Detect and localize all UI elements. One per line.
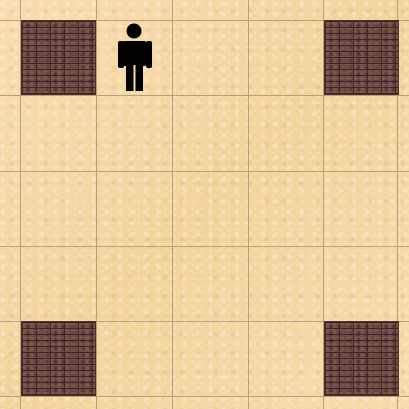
grid-line-vertical	[172, 0, 173, 409]
grid-line-vertical	[248, 0, 249, 409]
grid-line-horizontal	[0, 396, 409, 397]
brick-wall-tile	[324, 321, 399, 396]
grid-line-horizontal	[0, 171, 409, 172]
person-icon[interactable]	[118, 23, 152, 91]
grid-line-horizontal	[0, 95, 409, 96]
brick-wall-tile	[21, 20, 96, 95]
grid-line-horizontal	[0, 246, 409, 247]
grid-line-vertical	[96, 0, 97, 409]
brick-wall-tile	[324, 20, 399, 95]
brick-wall-tile	[21, 321, 96, 396]
